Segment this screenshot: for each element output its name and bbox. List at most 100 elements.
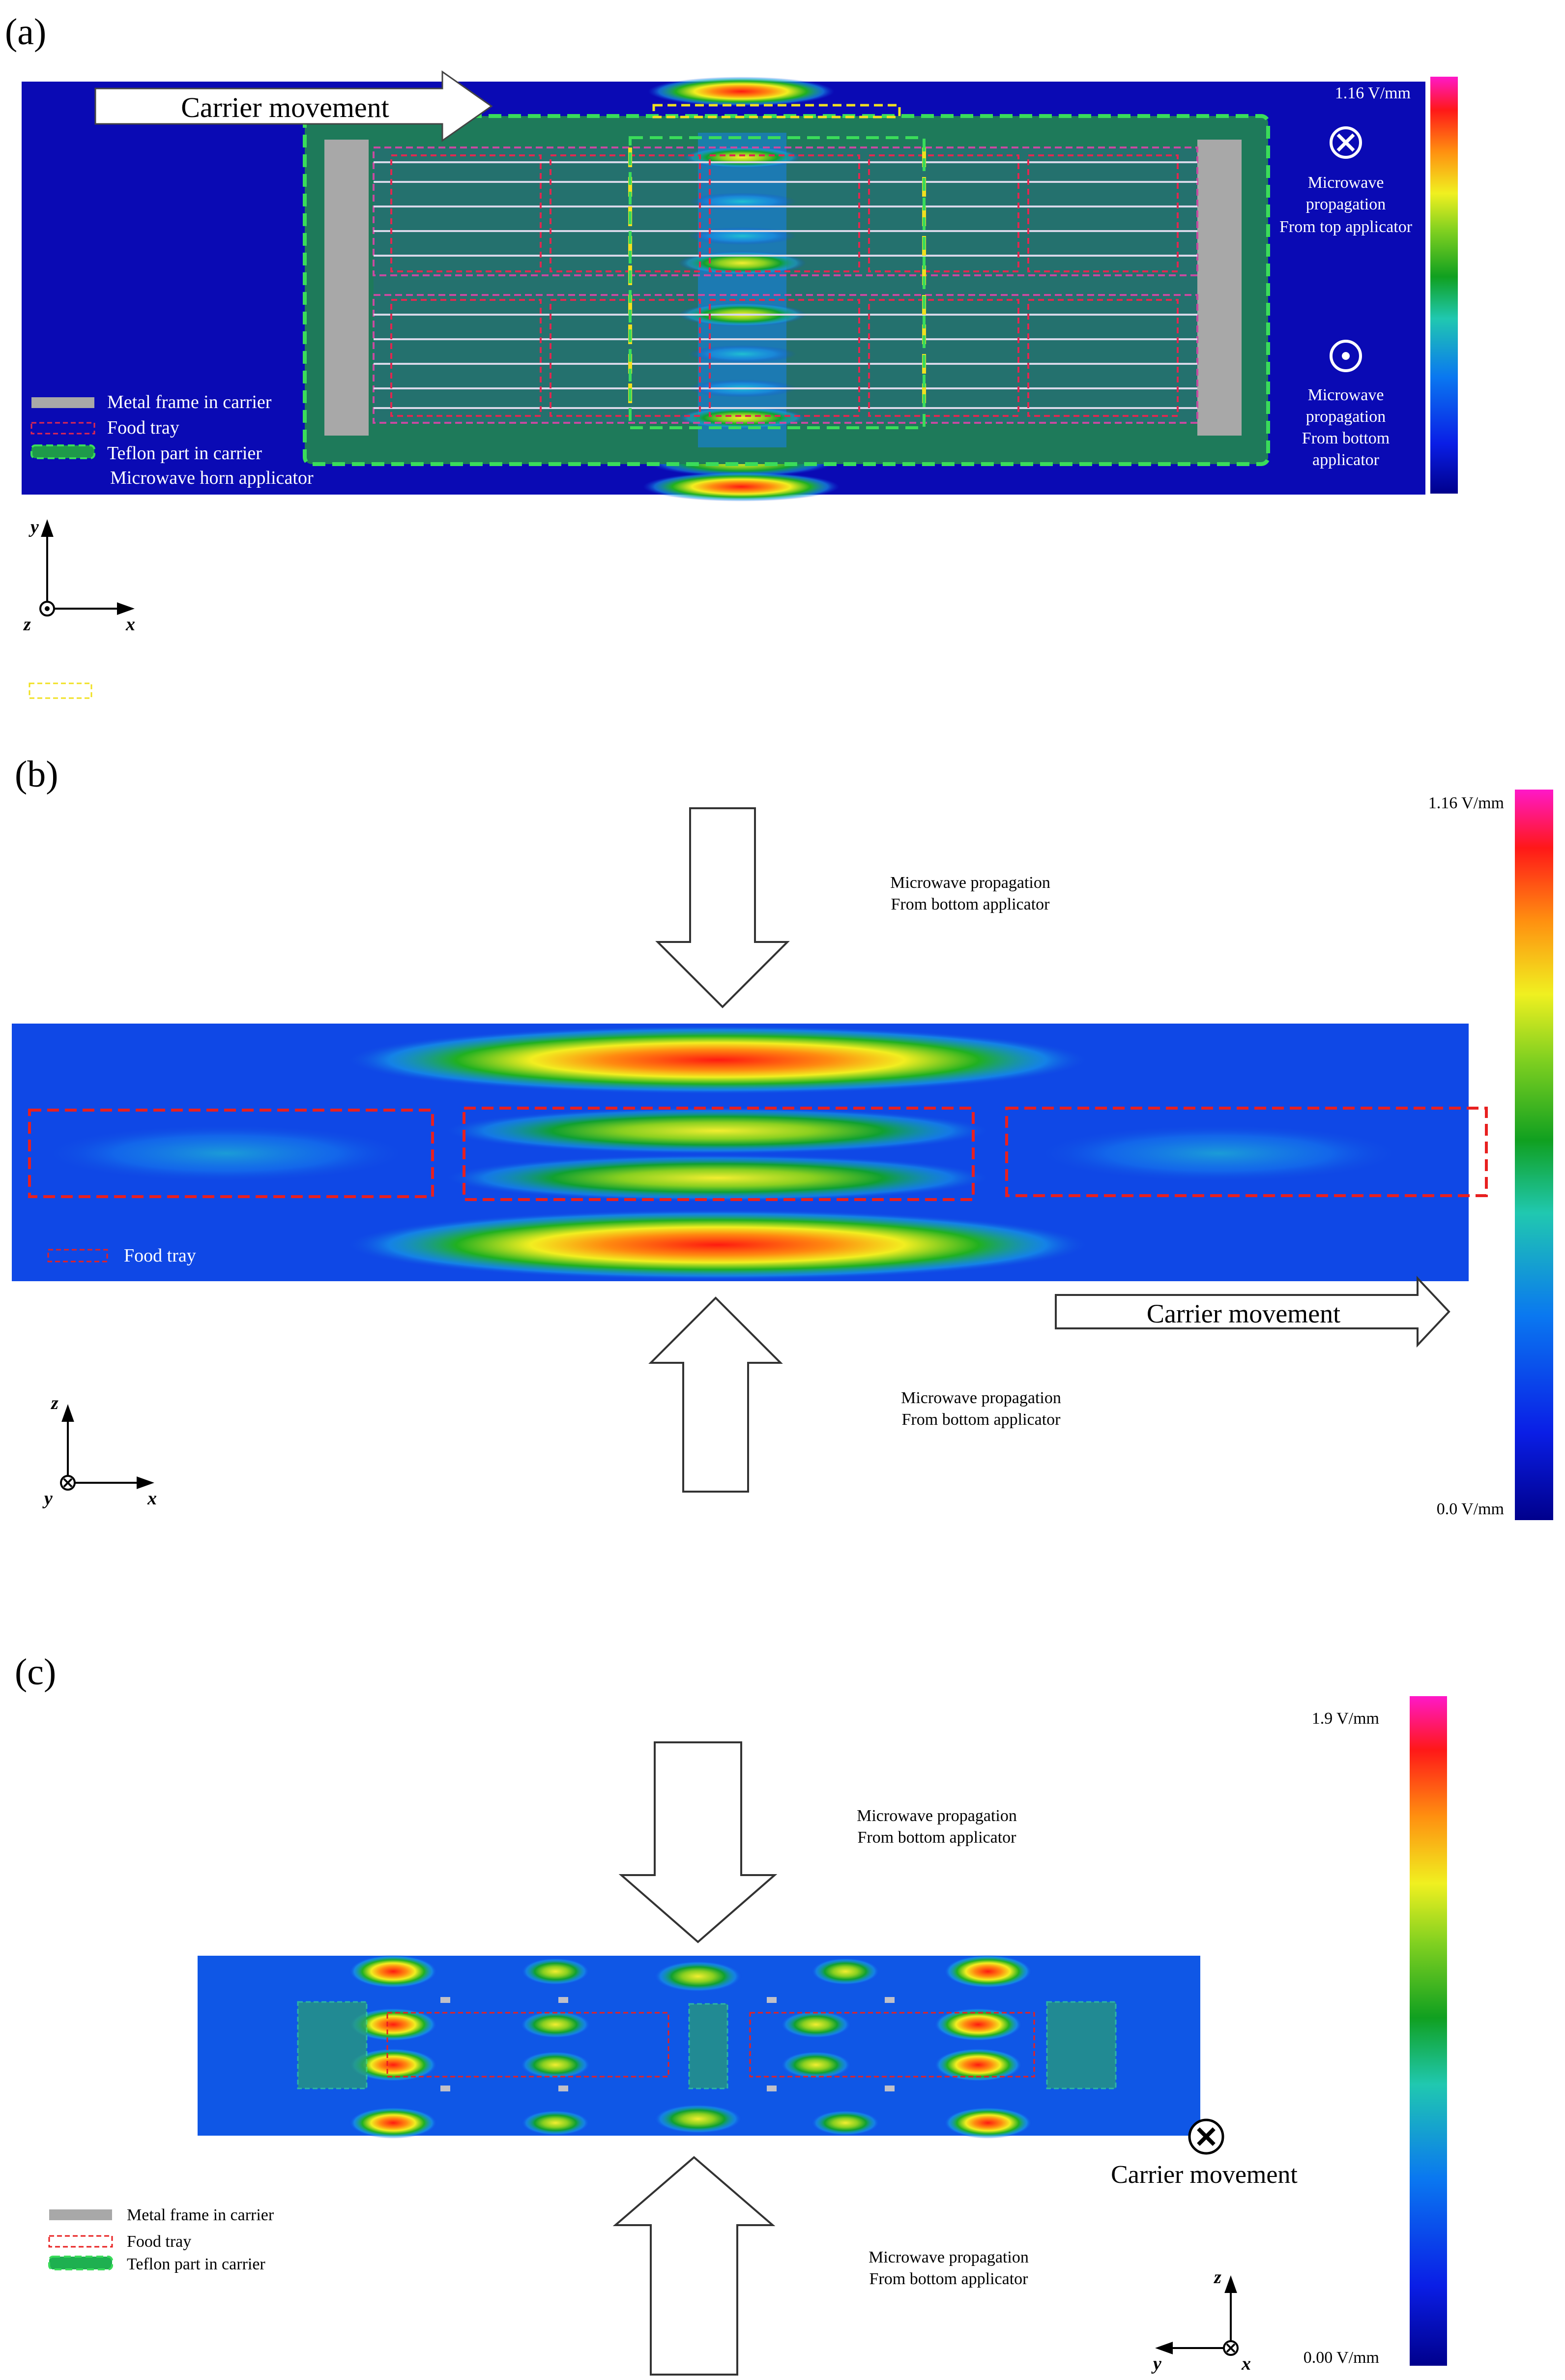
panel-a-legend-teflon: Teflon part in carrier xyxy=(107,443,262,464)
panel-c-bottom-prop-2: From bottom applicator xyxy=(869,2270,1029,2288)
panel-a-legend-metal: Metal frame in carrier xyxy=(107,392,272,412)
panel-b: (b) Microwave propagation From bottom ap… xyxy=(12,754,1553,1520)
panel-a-top-prop-3: From top applicator xyxy=(1279,218,1413,236)
panel-a-axes xyxy=(41,519,135,615)
panel-b-axis-x-label: x xyxy=(147,1488,157,1509)
panel-c-legend-metal: Metal frame in carrier xyxy=(127,2206,274,2224)
panel-b-colorbar-max: 1.16 V/mm xyxy=(1428,794,1504,812)
panel-b-bottom-prop-1: Microwave propagation xyxy=(901,1389,1061,1407)
panel-a-horn-green-box xyxy=(629,136,926,429)
panel-b-side-glow-left xyxy=(39,1124,413,1183)
panel-c-carrier-movement-label: Carrier movement xyxy=(1111,2161,1298,2189)
panel-b-legend-tray-swatch xyxy=(47,1249,108,1263)
panel-c-legend-tray-swatch xyxy=(48,2235,113,2248)
panel-a-into-page-cross xyxy=(1336,133,1355,152)
panel-a: (a) xyxy=(5,11,1458,699)
panel-a-grid-lines xyxy=(374,161,1197,409)
panel-b-carrier-movement-label: Carrier movement xyxy=(1147,1299,1340,1328)
panel-a-top-prop-1: Microwave xyxy=(1308,174,1384,192)
panel-c-axes xyxy=(1155,2275,1237,2354)
panel-c-metal-marks xyxy=(440,1997,895,2091)
panel-a-band xyxy=(688,193,796,210)
panel-a-hotspot-top xyxy=(648,77,835,106)
panel-a-metal-frame-left xyxy=(324,140,369,436)
panel-b-food-trays xyxy=(28,1107,1488,1201)
panel-a-colorbar-max: 1.16 V/mm xyxy=(1335,84,1411,102)
panel-b-colorbar-min: 0.0 V/mm xyxy=(1437,1500,1504,1518)
panel-a-axis-y-label: y xyxy=(29,517,39,537)
panel-a-tray-region-top xyxy=(373,147,1198,276)
panel-a-legend-tray: Food tray xyxy=(107,417,179,438)
panel-a-into-page-icon xyxy=(1330,126,1362,159)
panel-c-teflon-center xyxy=(688,2003,728,2089)
panel-c: (c) Microwave propagation From bottom ap… xyxy=(15,1651,1447,2376)
panel-a-hotspot-bottom-2 xyxy=(643,472,840,501)
panel-c-legend-tray: Food tray xyxy=(127,2233,191,2251)
panel-c-legend-teflon: Teflon part in carrier xyxy=(127,2255,265,2273)
panel-a-stray-marker xyxy=(29,682,92,699)
panel-a-field-column xyxy=(698,133,786,447)
panel-b-axis-z-label: z xyxy=(50,1393,58,1413)
panel-b-hotspot-top xyxy=(344,1026,1091,1094)
panel-c-bottom-prop-1: Microwave propagation xyxy=(869,2248,1029,2266)
panel-a-band xyxy=(678,407,806,429)
panel-b-hotspot-mid-2 xyxy=(442,1154,993,1202)
panel-b-carrier-arrow xyxy=(1055,1275,1450,1348)
panel-b-bottom-arrow xyxy=(648,1296,783,1493)
panel-c-axis-x-marker-cross xyxy=(1226,2343,1236,2353)
panel-a-out-of-page-icon xyxy=(1330,340,1362,372)
panel-a-axis-x-label: x xyxy=(125,614,135,635)
panel-c-legend-metal-swatch xyxy=(49,2209,112,2220)
panel-a-metal-frame-right xyxy=(1197,140,1242,436)
panel-a-carrier-arrow xyxy=(94,70,493,142)
panel-c-axis-z-label: z xyxy=(1213,2267,1221,2288)
panel-b-colorbar xyxy=(1515,790,1553,1520)
panel-c-top-arrow xyxy=(618,1741,778,1943)
panel-a-tray-region-bottom xyxy=(373,294,1198,424)
panel-a-food-trays xyxy=(390,154,1179,417)
panel-c-into-page-cross xyxy=(1197,2127,1216,2146)
panel-a-band xyxy=(688,227,796,245)
panel-a-axis-z-label: z xyxy=(23,614,31,635)
panel-c-teflon-left xyxy=(297,2001,368,2089)
panel-c-top-prop-2: From bottom applicator xyxy=(858,1828,1017,1847)
panel-c-colorbar-min: 0.00 V/mm xyxy=(1304,2349,1379,2367)
panel-a-bottom-prop-2: propagation xyxy=(1306,408,1386,426)
panel-a-bottom-prop-1: Microwave xyxy=(1308,386,1384,404)
panel-c-label: (c) xyxy=(15,1651,56,1693)
panel-a-bottom-prop-4: applicator xyxy=(1312,451,1380,469)
panel-c-colorbar-max: 1.9 V/mm xyxy=(1312,1709,1379,1728)
panel-c-bottom-arrow xyxy=(612,2156,776,2376)
panel-a-colorbar xyxy=(1430,77,1458,494)
panel-c-legend-teflon-swatch xyxy=(48,2256,113,2270)
panel-b-hotspot-mid-1 xyxy=(442,1107,993,1154)
panel-c-teflon-right xyxy=(1046,2001,1117,2089)
panel-b-side-glow-right xyxy=(1032,1124,1406,1183)
panel-b-top-prop-2: From bottom applicator xyxy=(891,895,1050,913)
panel-a-bottom-prop-3: From bottom xyxy=(1302,429,1390,447)
panel-b-axis-y-label: y xyxy=(42,1488,53,1509)
panel-b-bottom-prop-2: From bottom applicator xyxy=(902,1410,1061,1429)
panel-b-axis-y-marker-cross xyxy=(63,1478,73,1488)
panel-a-out-of-page-dot xyxy=(1342,352,1350,360)
panel-c-food-tray-right xyxy=(749,2012,1035,2078)
panel-b-axes xyxy=(61,1404,154,1489)
panel-a-carrier-movement-label: Carrier movement xyxy=(181,91,389,123)
panel-b-top-prop-1: Microwave propagation xyxy=(890,874,1050,892)
panel-c-colorbar xyxy=(1410,1696,1447,2366)
panel-c-axis-y-label: y xyxy=(1151,2353,1161,2374)
panel-b-label: (b) xyxy=(15,754,58,795)
panel-a-label: (a) xyxy=(5,11,46,53)
panel-c-hotspots xyxy=(349,1955,1032,2139)
panel-b-top-arrow xyxy=(655,807,790,1008)
panel-a-top-prop-2: propagation xyxy=(1306,195,1386,213)
panel-b-hotspot-bottom xyxy=(344,1209,1091,1280)
panel-a-band xyxy=(688,345,796,363)
panel-c-axis-x-label: x xyxy=(1241,2353,1251,2374)
panel-a-legend-teflon-swatch xyxy=(30,444,95,459)
panel-c-top-prop-1: Microwave propagation xyxy=(857,1807,1017,1825)
panel-a-legend-tray-swatch xyxy=(30,422,95,435)
panel-a-legend-horn: Microwave horn applicator xyxy=(110,468,314,488)
panel-a-legend-metal-swatch xyxy=(31,397,94,408)
